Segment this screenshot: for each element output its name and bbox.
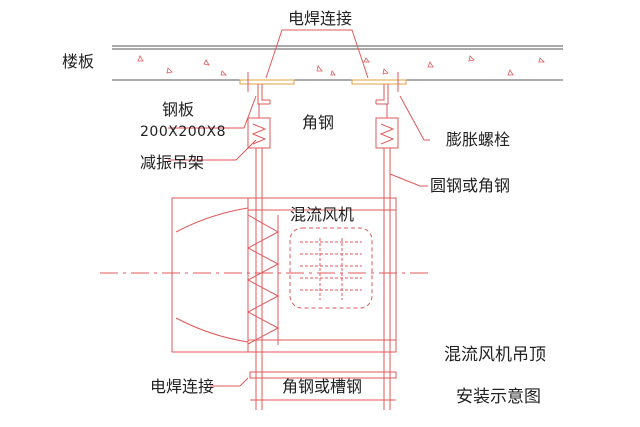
diagram-title-line1: 混流风机吊顶 [444,345,546,365]
label-fan: 混流风机 [290,205,354,224]
label-rod: 圆钢或角钢 [430,176,510,195]
vibration-dampers [247,104,399,149]
weld-top-leader [265,29,369,79]
label-bottom-beam: 角钢或槽钢 [282,377,362,396]
expansion-bolts [247,72,399,92]
label-vibration-hanger: 减振吊架 [140,153,204,172]
bottom-beam [249,371,397,401]
angle-steel-connectors [257,84,389,105]
label-expansion-bolt: 膨胀螺栓 [446,130,510,149]
floor-slab [112,45,563,81]
label-weld-bottom: 电焊连接 [150,377,214,396]
hanging-rods [255,148,391,410]
label-weld-top: 电焊连接 [288,9,352,28]
slab-hatch [137,55,545,76]
label-angle-steel: 角钢 [302,113,334,132]
leader-lines [168,95,430,387]
label-steel-plate: 钢板 [162,100,194,119]
label-floor-slab: 楼板 [62,52,94,71]
fan-body [171,197,397,353]
label-plate-size: 200X200X8 [140,124,226,140]
steel-plates [239,79,407,85]
diagram-title-line2: 安装示意图 [456,387,541,407]
